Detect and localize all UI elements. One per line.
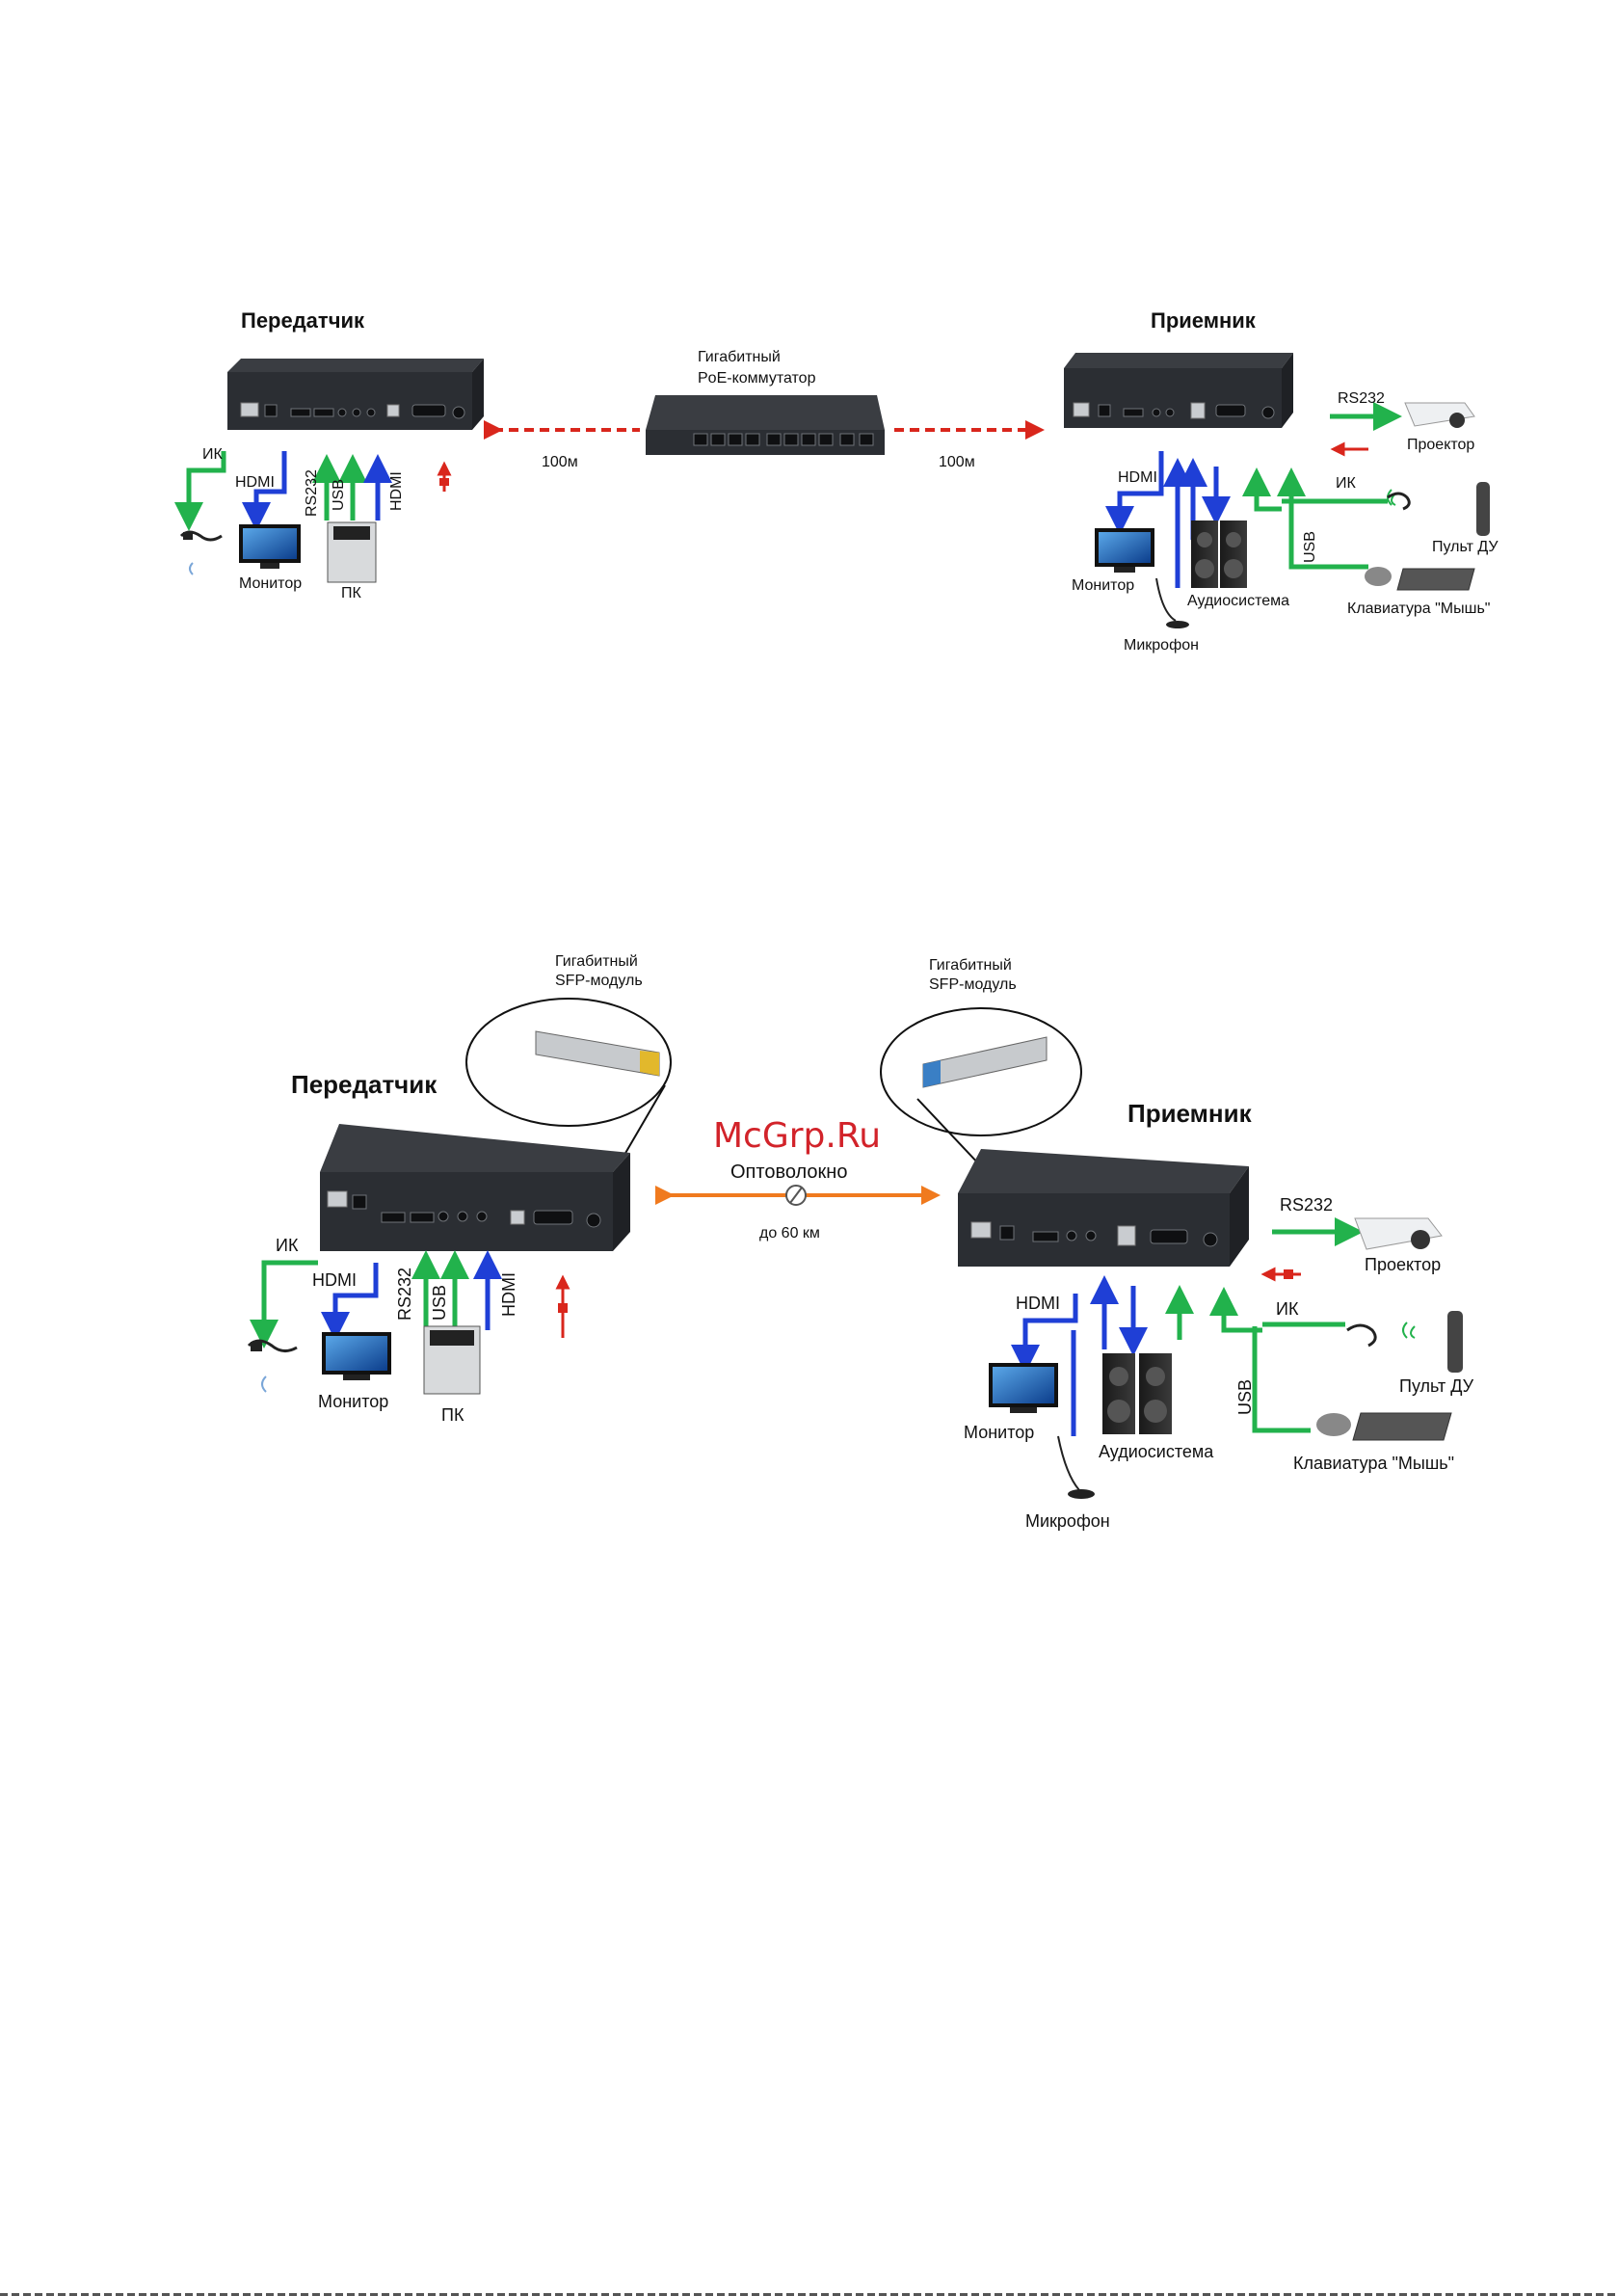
hdmi-in-label-tx-2: HDMI [499,1272,518,1317]
hdmi-out-arrow-tx-2 [321,1263,379,1341]
sfp-left-pointer [623,1084,666,1156]
distance-left-label-1: 100м [542,454,578,470]
projector-icon-2 [1354,1217,1443,1250]
microphone-icon-1 [1155,577,1189,628]
ir-label-rx-1: ИК [1336,475,1357,492]
audio-label-1: Аудиосистема [1187,593,1289,609]
monitor-label-tx-1: Монитор [239,575,302,592]
transmitter-title-2: Передатчик [291,1070,438,1099]
power-plug-icon [439,478,449,486]
remote-icon-2 [1346,1311,1463,1373]
hdmi-out-label-tx-2: HDMI [312,1270,357,1290]
monitor-icon-rx-2 [989,1363,1058,1413]
speakers-icon-2 [1102,1353,1172,1434]
usb-label-tx-1: USB [331,479,347,511]
receiver-device-1 [1064,353,1293,428]
rs232-label-tx-1: RS232 [304,469,320,517]
fiber-distance-label: до 60 км [759,1225,820,1241]
projector-label-2: Проектор [1365,1255,1441,1274]
pc-label-tx-2: ПК [441,1405,464,1425]
rs232-label-rx-1: RS232 [1338,390,1385,407]
sfp-right-pointer [916,1098,982,1167]
sfp-bubble-right [880,1007,1082,1136]
speakers-icon-1 [1191,521,1247,588]
pc-icon-tx-1 [327,521,377,583]
mic-label-1: Микрофон [1124,637,1199,654]
rs232-label-rx-2: RS232 [1280,1195,1333,1215]
switch-label-line2: PoE-коммутатор [698,370,816,387]
diagram-2: Гигабитный SFP-модуль Гигабитный SFP-мод… [247,953,1474,1531]
monitor-label-rx-1: Монитор [1072,577,1134,594]
usb-arrow-rx-1 [1277,467,1368,570]
switch-label-line1: Гигабитный [698,349,781,365]
rs232-label-tx-2: RS232 [395,1268,414,1321]
ir-label-tx-2: ИК [276,1236,299,1255]
keyboard-label-1: Клавиатура "Мышь" [1347,601,1490,617]
pc-label-tx-1: ПК [341,585,362,601]
hdmi-label-rx-1: HDMI [1118,469,1157,486]
distance-right-label-1: 100м [939,454,975,470]
fiber-break-icon [785,1185,807,1206]
ir-arrow-tx-2 [250,1260,318,1348]
remote-label-2: Пульт ДУ [1399,1376,1474,1396]
hdmi-out-arrow-tx-1 [242,451,287,531]
sfp-left-label-line2: SFP-модуль [555,973,643,989]
projector-label-1: Проектор [1407,437,1474,453]
mic-label-2: Микрофон [1025,1511,1110,1531]
power-plug-icon-rx-2 [1284,1269,1293,1279]
ir-label-rx-2: ИК [1276,1299,1299,1319]
receiver-title-2: Приемник [1127,1099,1253,1128]
sfp-left-label-line1: Гигабитный [555,953,638,970]
usb-label-rx-1: USB [1302,531,1318,563]
transmitter-device-2 [320,1124,630,1251]
monitor-icon-tx-1 [239,524,301,569]
ir-arrow-rx-1 [1242,467,1282,512]
transmitter-title-1: Передатчик [241,308,365,333]
ir-receiver-icon-2 [247,1339,298,1393]
pc-icon-tx-2 [423,1325,481,1395]
sfp-right-label-line1: Гигабитный [929,957,1012,974]
audio-label-2: Аудиосистема [1099,1442,1214,1461]
page-bottom-rule [0,2293,1618,2296]
usb-line-rx-2 [1252,1326,1311,1433]
keyboard-label-2: Клавиатура "Мышь" [1293,1454,1454,1473]
keyboard-mouse-icon-2 [1316,1412,1452,1441]
microphone-icon-2 [1057,1435,1095,1499]
hdmi-arrow-rx-1 [1105,451,1164,535]
remote-icon-1 [1387,482,1490,536]
receiver-title-1: Приемник [1151,308,1257,333]
sfp-right-label-line2: SFP-модуль [929,976,1017,993]
ir-arrow-rx-2 [1209,1287,1262,1333]
hdmi-arrow-rx-2 [1011,1294,1078,1374]
transmitter-device-1 [227,359,484,430]
monitor-label-rx-2: Монитор [964,1423,1034,1442]
diagram-1: Передатчик ИК HDMI RS232 USB HDMI Монито… [174,308,1499,654]
hdmi-out-label-tx-1: HDMI [235,474,275,491]
monitor-icon-rx-1 [1095,528,1154,573]
keyboard-mouse-icon-1 [1365,567,1475,591]
watermark: McGrp.Ru [713,1116,881,1156]
hdmi-label-rx-2: HDMI [1016,1294,1060,1313]
remote-label-1: Пульт ДУ [1432,539,1499,555]
monitor-label-tx-2: Монитор [318,1392,388,1411]
sfp-bubble-left [465,998,672,1127]
ir-receiver-icon [179,530,223,575]
poe-switch-device [646,395,885,455]
projector-icon-1 [1404,402,1475,428]
ir-label-tx-1: ИК [202,446,224,463]
usb-label-tx-2: USB [430,1285,449,1321]
hdmi-in-label-tx-1: HDMI [388,471,405,511]
receiver-device-2 [958,1149,1249,1267]
power-plug-icon-tx-2 [558,1303,568,1313]
usb-label-rx-2: USB [1235,1379,1255,1415]
monitor-icon-tx-2 [322,1332,391,1380]
fiber-label: Оптоволокно [730,1161,847,1183]
ir-arrow-tx-1 [174,451,226,531]
